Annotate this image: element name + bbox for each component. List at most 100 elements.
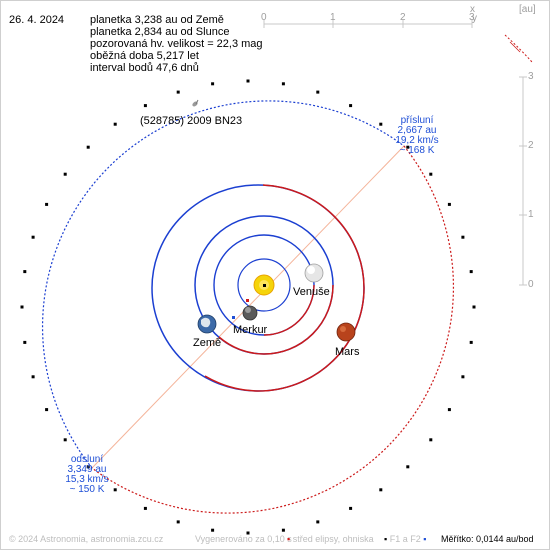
footer-legend-foci: ▪ F1 a F2 ▪ (384, 534, 426, 544)
orbit-point-marker (406, 465, 410, 469)
y-tick-label-3: 3 (528, 71, 534, 82)
orbit-point-marker (31, 235, 35, 239)
x-axis-letter: x (470, 4, 475, 15)
info-line-period: oběžná doba 5,217 let (90, 50, 199, 62)
orbit-point-marker (429, 438, 433, 442)
x-tick-label-0: 0 (261, 12, 267, 23)
info-panel: planetka 3,238 au od Země planetka 2,834… (90, 14, 263, 74)
sun-focus-marker (263, 284, 266, 287)
info-line-interval: interval bodů 47,6 dnů (90, 62, 199, 74)
orbit-point-marker (176, 90, 180, 94)
orbit-point-marker (113, 122, 117, 126)
focus-f2-icon: ▪ (423, 534, 427, 544)
center-marker-icon: ▪ (287, 534, 291, 544)
y-axis-letter: y (472, 13, 477, 24)
info-line-earth-distance: planetka 3,238 au od Země (90, 14, 224, 26)
orbit-point-marker (379, 488, 383, 492)
date-label: 26. 4. 2024 (9, 14, 65, 26)
asteroid (192, 99, 199, 107)
outer-object-arc (504, 34, 533, 63)
x-tick-label-3: 3 (469, 12, 475, 23)
footer-scale: Měřítko: 0,0144 au/bod (441, 534, 534, 544)
orbit-point-marker (461, 375, 465, 379)
orbit-point-marker (469, 340, 473, 344)
mars-highlight (340, 326, 346, 332)
mercury-label: Merkur (233, 324, 268, 336)
orbit-point-marker (63, 438, 67, 442)
orbit-point-marker (447, 408, 451, 412)
mercury-orbit (237, 258, 291, 312)
perihelion-temperature: ~ 168 K (399, 145, 435, 156)
aphelion-box: odsluní 3,349 au 15,3 km/s ~ 150 K (52, 455, 122, 495)
venus-planet (304, 263, 324, 283)
y-tick-label-0: 0 (528, 279, 534, 290)
asteroid-pointer (195, 99, 199, 105)
axis-unit-label: [au] (519, 4, 536, 15)
orbit-point-marker (281, 82, 285, 86)
earth-clouds (201, 317, 211, 328)
orbit-point-marker (86, 145, 90, 149)
orbit-point-markers (20, 79, 476, 535)
earth-planet (197, 314, 217, 334)
orbit-point-marker (316, 90, 320, 94)
orbit-point-marker (472, 305, 476, 309)
mercury-planet (242, 305, 258, 321)
perihelion-box: přísluní 2,667 au 19,2 km/s ~ 168 K (382, 116, 452, 156)
mars-planet (336, 322, 356, 342)
orbit-point-marker (246, 79, 250, 83)
axes (263, 20, 527, 286)
y-tick-label-2: 2 (528, 140, 534, 151)
orbit-point-marker (461, 235, 465, 239)
asteroid-name: (528785) 2009 BN23 (140, 115, 243, 127)
orbit-point-marker (447, 202, 451, 206)
info-line-magnitude: pozorovaná hv. velikost = 22,3 mag (90, 38, 263, 50)
orbit-point-marker (113, 488, 117, 492)
orbit-point-marker (23, 270, 27, 274)
sun (253, 274, 275, 296)
orbit-point-marker (63, 172, 67, 176)
focus-f1-icon: ▪ (384, 534, 388, 544)
aphelion-temperature: ~ 150 K (69, 484, 105, 495)
orbit-point-marker (246, 531, 250, 535)
perihelion-speed: 19,2 km/s (395, 135, 439, 146)
venus-disc (304, 263, 324, 283)
aphelion-distance: 3,349 au (67, 464, 107, 475)
ellipse-center-marker (246, 299, 249, 302)
orbit-point-marker (31, 375, 35, 379)
perihelion-title: přísluní (400, 115, 434, 126)
info-line-sun-distance: planetka 2,834 au od Slunce (90, 26, 230, 38)
aphelion-title: odsluní (70, 454, 104, 465)
orbit-point-marker (379, 122, 383, 126)
orbit-point-marker (86, 465, 90, 469)
asteroid-orbit-above (41, 100, 405, 469)
orbit-point-marker (143, 104, 147, 108)
footer-legend-center: ▪ střed elipsy, ohniska (287, 534, 374, 544)
earth-orbit-below (218, 284, 334, 355)
orbit-point-marker (176, 520, 180, 524)
legend-foci-label: F1 a F2 (389, 534, 421, 544)
orbit-point-marker (23, 340, 27, 344)
footer-generated: Vygenerováno za 0,10 s (195, 534, 292, 544)
mars-label: Mars (335, 346, 360, 358)
orbit-point-marker (469, 270, 473, 274)
footer-copyright: © 2024 Astronomia, astronomia.zcu.cz (9, 534, 164, 544)
orbit-point-marker (316, 520, 320, 524)
aphelion-speed: 15,3 km/s (65, 474, 109, 485)
orbit-point-marker (281, 528, 285, 532)
x-tick-label-1: 1 (330, 12, 336, 23)
asteroid-orbit-below (91, 145, 455, 514)
orbit-point-marker (349, 104, 353, 108)
orbit-point-marker (349, 506, 353, 510)
venus-orbit-below (263, 284, 315, 336)
orbit-point-marker (406, 145, 410, 149)
mars-disc (336, 322, 356, 342)
orbit-point-marker (143, 506, 147, 510)
orbit-point-marker (211, 82, 215, 86)
orbit-point-marker (45, 408, 49, 412)
earth-label: Země (193, 337, 222, 349)
perihelion-distance: 2,667 au (397, 125, 437, 136)
venus-label: Venuše (293, 286, 330, 298)
mercury-highlight (245, 307, 251, 313)
outer-object-pointer (509, 41, 521, 53)
